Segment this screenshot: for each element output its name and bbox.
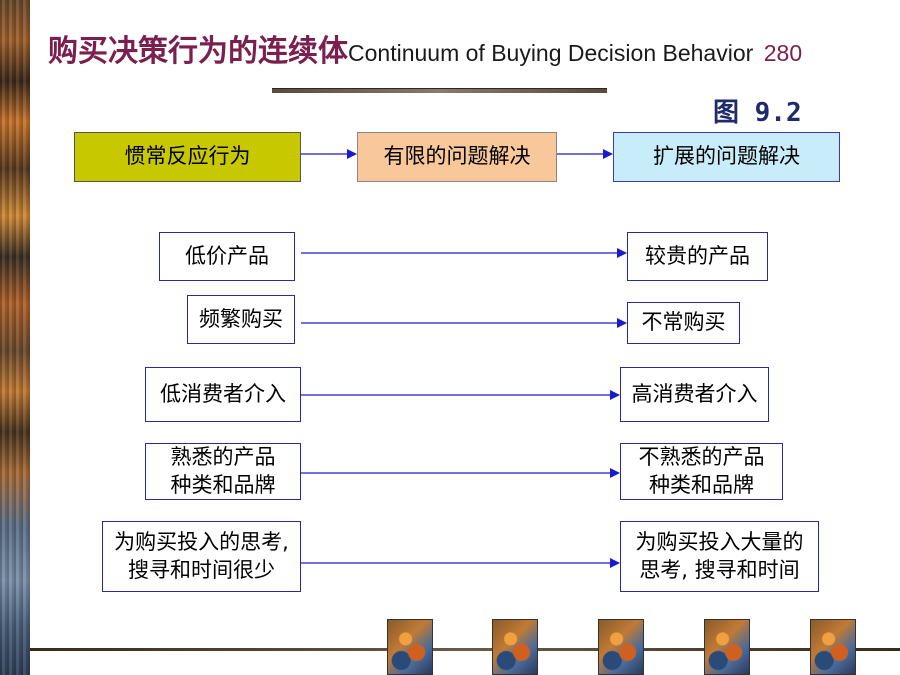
left-box-low-involvement: 低消费者介入	[145, 367, 301, 422]
right-box-much-effort: 为购买投入大量的思考, 搜寻和时间	[620, 521, 819, 592]
right-box-infrequent-purchase: 不常购买	[627, 302, 740, 344]
bottom-rule	[30, 648, 900, 651]
decorative-thumbnail-5	[810, 619, 856, 675]
right-box-unfamiliar-brands: 不熟悉的产品种类和品牌	[620, 443, 783, 500]
decorative-thumbnail-1	[387, 619, 433, 675]
header-limited-problem-solving: 有限的问题解决	[357, 132, 557, 182]
decorative-photo-strip	[0, 0, 30, 675]
page-title: 购买决策行为的连续体Continuum of Buying Decision B…	[48, 26, 802, 70]
title-en: Continuum of Buying Decision Behavior	[348, 40, 754, 66]
header-extended-problem-solving: 扩展的问题解决	[613, 132, 840, 182]
decorative-thumbnail-2	[492, 619, 538, 675]
decorative-thumbnail-3	[598, 619, 644, 675]
header-habitual-response: 惯常反应行为	[74, 132, 301, 182]
figure-label: 图 9.2	[713, 98, 802, 128]
left-box-little-effort: 为购买投入的思考,搜寻和时间很少	[102, 521, 301, 592]
decorative-thumbnail-4	[704, 619, 750, 675]
left-box-familiar-brands: 熟悉的产品种类和品牌	[145, 443, 301, 500]
title-underline	[272, 88, 607, 93]
left-box-low-price: 低价产品	[159, 232, 295, 281]
left-box-frequent-purchase: 频繁购买	[187, 295, 295, 344]
right-box-high-involvement: 高消费者介入	[620, 367, 769, 422]
right-box-expensive: 较贵的产品	[627, 232, 768, 281]
page-number: 280	[763, 40, 803, 66]
title-zh: 购买决策行为的连续体	[48, 34, 348, 69]
